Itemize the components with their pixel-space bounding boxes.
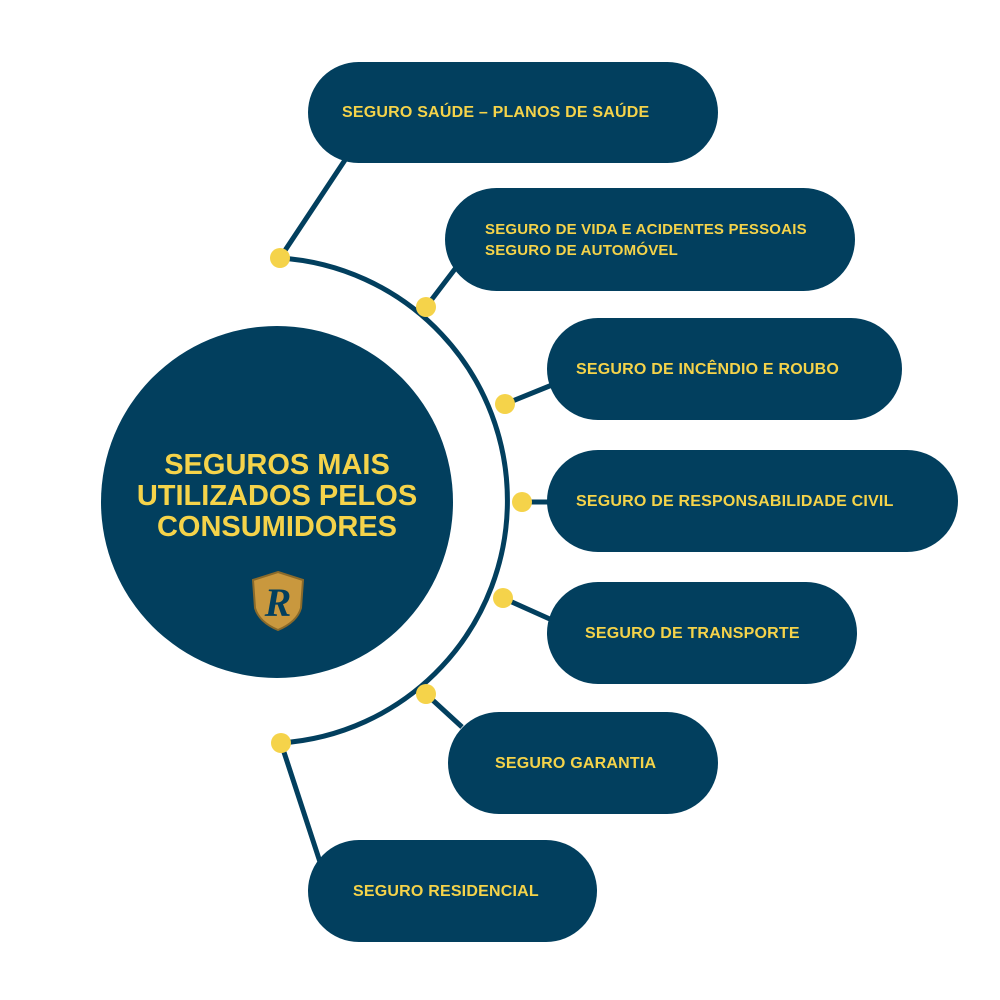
item-label: SEGURO SAÚDE – PLANOS DE SAÚDE bbox=[342, 104, 650, 121]
item-label: SEGURO GARANTIA bbox=[495, 754, 657, 772]
insurance-item-guarantee: SEGURO GARANTIA bbox=[448, 712, 718, 814]
shield-logo-icon: R bbox=[251, 570, 305, 632]
node-dot bbox=[512, 492, 532, 512]
connector-line bbox=[277, 158, 348, 260]
node-dot bbox=[270, 248, 290, 268]
center-title: SEGUROS MAIS UTILIZADOS PELOS CONSUMIDOR… bbox=[101, 450, 453, 543]
item-label: SEGURO DE VIDA E ACIDENTES PESSOAIS bbox=[485, 220, 807, 238]
item-label: SEGURO RESIDENCIAL bbox=[353, 882, 539, 900]
item-label: SEGURO DE INCÊNDIO E ROUBO bbox=[576, 360, 840, 378]
item-label: SEGURO DE AUTOMÓVEL bbox=[485, 241, 678, 259]
insurance-item-life-auto: SEGURO DE VIDA E ACIDENTES PESSOAIS SEGU… bbox=[445, 188, 855, 291]
svg-text:R: R bbox=[264, 580, 292, 625]
title-line: UTILIZADOS PELOS bbox=[136, 480, 418, 512]
node-dot bbox=[495, 394, 515, 414]
insurance-item-health: SEGURO SAÚDE – PLANOS DE SAÚDE bbox=[308, 62, 718, 163]
title-line: CONSUMIDORES bbox=[156, 511, 398, 543]
center-circle: SEGUROS MAIS UTILIZADOS PELOS CONSUMIDOR… bbox=[101, 326, 453, 678]
insurance-item-fire-theft: SEGURO DE INCÊNDIO E ROUBO bbox=[547, 318, 902, 420]
connector-line bbox=[278, 742, 323, 863]
node-dot bbox=[416, 297, 436, 317]
title-line: SEGUROS MAIS bbox=[164, 449, 390, 481]
node-dot bbox=[493, 588, 513, 608]
node-dot bbox=[271, 733, 291, 753]
node-dot bbox=[416, 684, 436, 704]
insurance-item-residential: SEGURO RESIDENCIAL bbox=[308, 840, 597, 942]
insurance-item-civil-liability: SEGURO DE RESPONSABILIDADE CIVIL bbox=[547, 450, 958, 552]
item-label: SEGURO DE TRANSPORTE bbox=[585, 624, 800, 642]
insurance-item-transport: SEGURO DE TRANSPORTE bbox=[547, 582, 857, 684]
item-label: SEGURO DE RESPONSABILIDADE CIVIL bbox=[576, 492, 894, 510]
